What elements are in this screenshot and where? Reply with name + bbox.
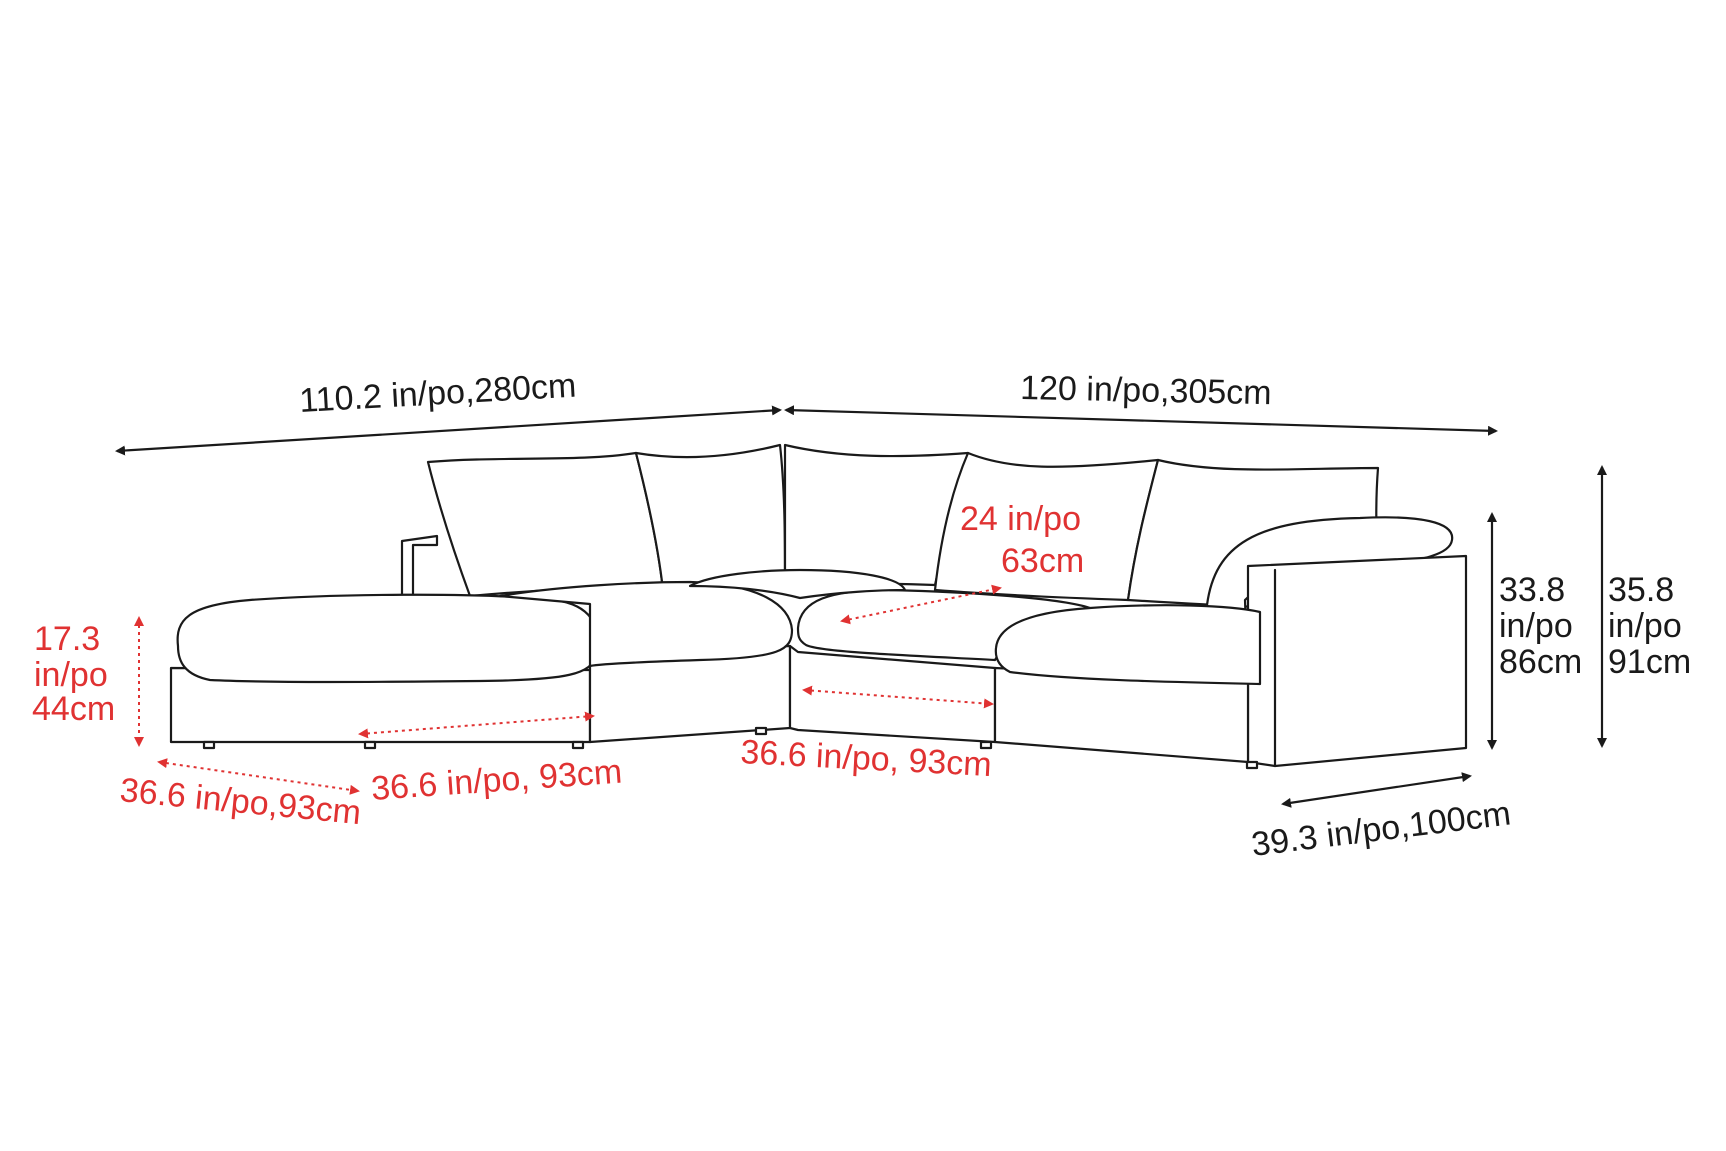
foot	[1245, 760, 1259, 770]
arm-height-label-line3: 86cm	[1499, 643, 1582, 681]
foot	[979, 740, 993, 750]
ottoman-cushion	[176, 593, 600, 684]
left-length-arrow	[115, 405, 782, 456]
right-length-label: 120 in/po,305cm	[1020, 369, 1272, 412]
left-length-label: 110.2 in/po,280cm	[298, 367, 577, 420]
right-length-arrow	[784, 405, 1498, 436]
right-arm-body	[1246, 554, 1468, 768]
arm-height-label-line1: 33.8	[1499, 571, 1565, 609]
back-cushion-1	[426, 451, 665, 598]
left-back-frame	[400, 534, 439, 599]
left-seat-cushion	[498, 580, 794, 668]
foot	[363, 740, 377, 750]
arm-height-label-line2: in/po	[1499, 607, 1573, 645]
total-height-label-line1: 35.8	[1608, 571, 1674, 609]
right-seat-cushion	[994, 604, 1262, 686]
depth-arrow	[1281, 772, 1472, 808]
sofa-drawing	[169, 443, 1468, 770]
seat-depth-label-line2: 63cm	[1001, 542, 1084, 580]
ottoman-depth-label: 36.6 in/po,93cm	[118, 771, 362, 832]
foot	[202, 740, 216, 750]
corner-width-label: 36.6 in/po, 93cm	[740, 733, 993, 784]
seat-height-label-line2: in/po	[34, 656, 108, 694]
total-height-label-line2: in/po	[1608, 607, 1682, 645]
seat-height-label-line1: 17.3	[34, 620, 100, 658]
red-dimension-lines	[134, 584, 1002, 795]
foot	[571, 740, 585, 750]
foot	[754, 726, 768, 736]
seat-height-label-line3: 44cm	[32, 690, 115, 728]
ottoman-width-label: 36.6 in/po, 93cm	[370, 753, 623, 808]
black-dimension-lines	[115, 405, 1607, 808]
ottoman-depth-arrow	[157, 758, 360, 795]
corner-seat-base	[788, 644, 997, 744]
seat-depth-arrow	[840, 584, 1002, 625]
seat-depth-label-line1: 24 in/po	[960, 500, 1081, 538]
total-height-label-line3: 91cm	[1608, 643, 1691, 681]
overall-depth-label: 39.3 in/po,100cm	[1249, 794, 1513, 864]
